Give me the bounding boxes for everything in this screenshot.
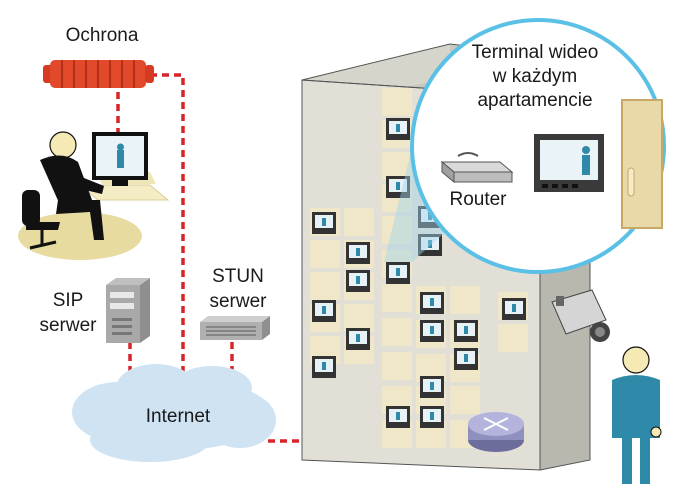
visitor-person-icon	[612, 346, 662, 484]
video-terminal-icon	[346, 328, 370, 350]
apartment-terminals	[312, 118, 526, 428]
sip-label-2: serwer	[39, 315, 97, 336]
stun-label-2: serwer	[209, 291, 267, 312]
video-terminal-icon	[386, 118, 410, 140]
terminal-label-3: apartamencie	[477, 90, 592, 111]
video-terminal-icon	[418, 234, 442, 256]
camera-icon	[551, 289, 610, 342]
alarm-siren-icon	[43, 60, 154, 88]
video-terminal-icon	[502, 298, 526, 320]
router-label: Router	[449, 189, 507, 210]
building-icon	[301, 43, 592, 471]
router-icon	[440, 152, 514, 184]
guard-person-icon	[18, 131, 170, 260]
video-terminal-icon	[454, 348, 478, 370]
link-siren-internet	[150, 73, 185, 386]
security-label: Ochrona	[66, 25, 139, 46]
video-terminal-icon	[420, 320, 444, 342]
door-icon	[621, 99, 663, 229]
video-terminal-icon	[420, 406, 444, 428]
internet-label: Internet	[146, 406, 211, 427]
video-terminal-icon	[386, 406, 410, 428]
monitor-icon	[92, 132, 148, 186]
video-terminal-icon	[386, 262, 410, 284]
video-terminal-icon	[346, 270, 370, 292]
video-terminal-icon	[454, 320, 478, 342]
cloud-icon	[72, 364, 276, 462]
terminal-label-1: Terminal wideo	[472, 42, 599, 63]
video-terminal-icon	[312, 300, 336, 322]
video-terminal-icon	[420, 376, 444, 398]
video-terminal-icon	[312, 356, 336, 378]
stun-server-icon	[200, 316, 270, 340]
switch-icon	[468, 412, 524, 452]
sip-label-1: SIP	[53, 290, 84, 311]
terminal-label-2: w każdym	[492, 66, 577, 87]
video-terminal-icon	[534, 134, 604, 192]
video-terminal-icon	[312, 212, 336, 234]
sip-server-icon	[106, 278, 150, 343]
video-terminal-icon	[346, 242, 370, 264]
video-terminal-icon	[386, 176, 410, 198]
stun-label-1: STUN	[212, 266, 264, 287]
video-terminal-icon	[420, 292, 444, 314]
